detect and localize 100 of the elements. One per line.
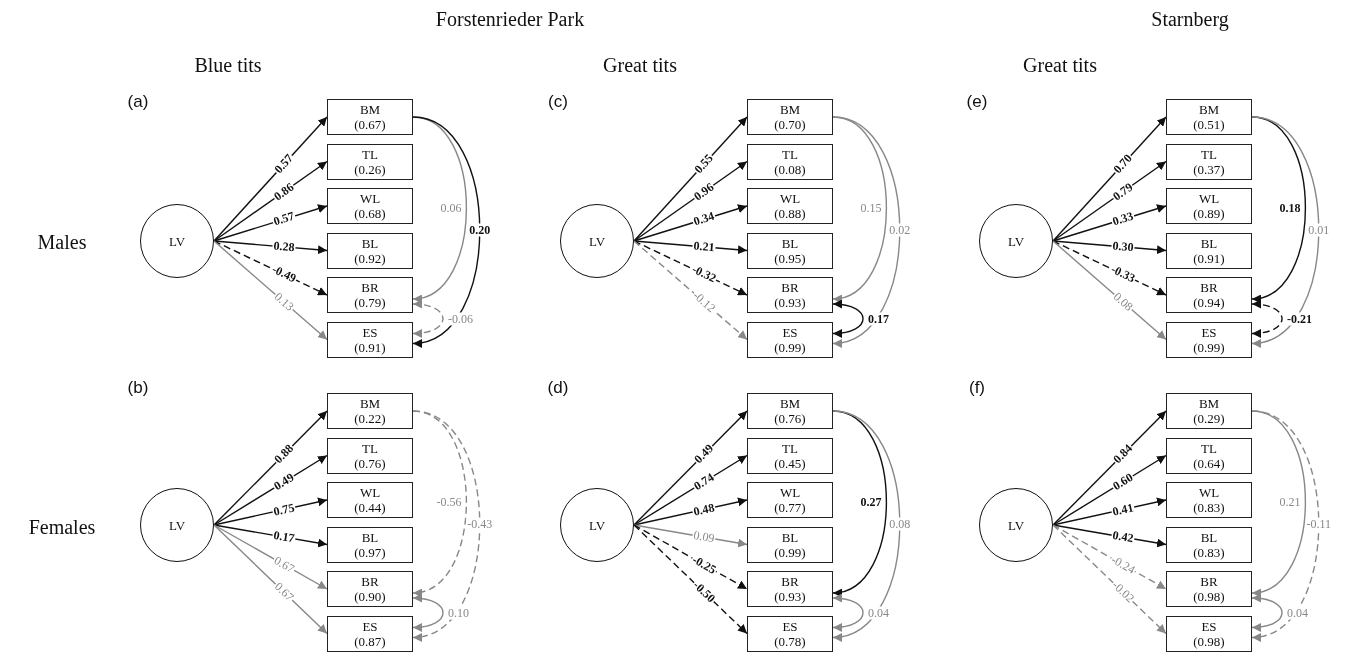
arrow — [412, 116, 481, 346]
arrow — [832, 594, 864, 632]
indicator-box — [327, 232, 413, 269]
residual-value: (0.87) — [354, 633, 386, 649]
arrow — [1052, 524, 1167, 635]
variable-name: LV — [168, 517, 186, 533]
variable-name: WL — [1198, 191, 1220, 206]
variable-name: BM — [1198, 102, 1220, 117]
panel-label: (e) — [966, 92, 988, 112]
edge-label: 0.15 — [859, 201, 883, 215]
indicator-box — [747, 143, 833, 180]
residual-value: (0.88) — [774, 206, 806, 221]
residual-value: (0.93) — [774, 589, 806, 604]
residual-value: (0.37) — [1193, 161, 1225, 177]
variable-name: TL — [1201, 146, 1217, 162]
residual-value: (0.94) — [1193, 295, 1225, 310]
variable-name: BL — [781, 235, 799, 251]
group-heading: Forstenrieder Park — [435, 8, 585, 31]
arrow — [1251, 116, 1307, 302]
edge-label: 0.08 — [888, 517, 912, 531]
variable-name: LV — [1007, 233, 1025, 249]
panel-label: (a) — [127, 92, 149, 112]
variable-name: ES — [782, 324, 798, 340]
residual-value: (0.67) — [354, 117, 386, 132]
variable-name: WL — [779, 485, 801, 500]
column-heading: Great tits — [603, 54, 677, 77]
variable-name: BL — [781, 529, 799, 545]
column-heading: Great tits — [1023, 54, 1097, 77]
residual-value: (0.91) — [354, 339, 386, 355]
panel-label: (d) — [547, 378, 569, 398]
arrow — [1251, 300, 1283, 338]
indicator-box — [747, 571, 833, 607]
edge-label: 0.01 — [1307, 223, 1331, 237]
residual-value: (0.51) — [1193, 117, 1225, 132]
residual-value: (0.91) — [1193, 250, 1225, 266]
variable-name: BL — [361, 235, 379, 251]
residual-value: (0.22) — [354, 411, 386, 426]
indicator-box — [1166, 482, 1252, 518]
indicator-box — [327, 277, 413, 313]
arrow — [832, 410, 901, 640]
residual-value: (0.68) — [354, 206, 386, 221]
residual-value: (0.70) — [774, 117, 806, 132]
arrow — [633, 240, 748, 341]
variable-name: LV — [168, 233, 186, 249]
edge-label: 0.06 — [439, 201, 463, 215]
residual-value: (0.92) — [354, 250, 386, 266]
residual-value: (0.97) — [354, 544, 386, 560]
variable-name: BL — [1200, 235, 1218, 251]
indicator-box — [1166, 321, 1252, 358]
indicator-box — [327, 571, 413, 607]
arrow — [832, 116, 888, 302]
variable-name: WL — [779, 191, 801, 206]
indicator-box — [327, 437, 413, 474]
variable-name: LV — [1007, 517, 1025, 533]
variable-name: BR — [1200, 280, 1218, 295]
residual-value: (0.90) — [354, 589, 386, 604]
edge-label: 0.04 — [867, 606, 890, 620]
variable-name: ES — [362, 618, 378, 634]
edge-label: 0.75 — [271, 500, 297, 519]
arrow — [412, 594, 444, 632]
variable-name: TL — [782, 146, 798, 162]
row-heading: Females — [28, 516, 96, 539]
arrow — [412, 116, 468, 302]
residual-value: (0.99) — [774, 544, 806, 560]
indicator-box — [1166, 277, 1252, 313]
edge-label: 0.04 — [1286, 606, 1309, 620]
variable-name: WL — [359, 485, 381, 500]
residual-value: (0.26) — [354, 161, 386, 177]
indicator-box — [747, 482, 833, 518]
residual-value: (0.29) — [1193, 411, 1225, 426]
indicator-box — [747, 99, 833, 135]
variable-name: BL — [1200, 529, 1218, 545]
arrow — [412, 300, 444, 338]
indicator-box — [327, 482, 413, 518]
arrow — [1052, 240, 1167, 296]
arrow — [213, 240, 328, 296]
edge-label: 0.27 — [859, 495, 883, 509]
variable-name: BR — [361, 574, 379, 589]
edge-label: 0.10 — [447, 606, 470, 620]
residual-value: (0.79) — [354, 295, 386, 310]
edge-label: -0.06 — [447, 312, 474, 326]
indicator-box — [747, 321, 833, 358]
indicator-box — [1166, 571, 1252, 607]
residual-value: (0.78) — [774, 633, 806, 649]
variable-name: TL — [1201, 440, 1217, 456]
variable-name: ES — [782, 618, 798, 634]
panel-label: (f) — [969, 378, 985, 398]
indicator-box — [1166, 526, 1252, 563]
variable-name: ES — [362, 324, 378, 340]
edge-label: -0.11 — [1305, 517, 1333, 531]
row-heading: Males — [37, 231, 87, 254]
indicator-box — [1166, 143, 1252, 180]
column-heading: Blue tits — [194, 54, 262, 77]
variable-name: BR — [781, 280, 799, 295]
variable-name: TL — [362, 440, 378, 456]
variable-name: TL — [362, 146, 378, 162]
indicator-box — [327, 321, 413, 358]
group-heading: Starnberg — [1151, 8, 1229, 31]
indicator-box — [747, 393, 833, 429]
arrow — [412, 410, 468, 596]
